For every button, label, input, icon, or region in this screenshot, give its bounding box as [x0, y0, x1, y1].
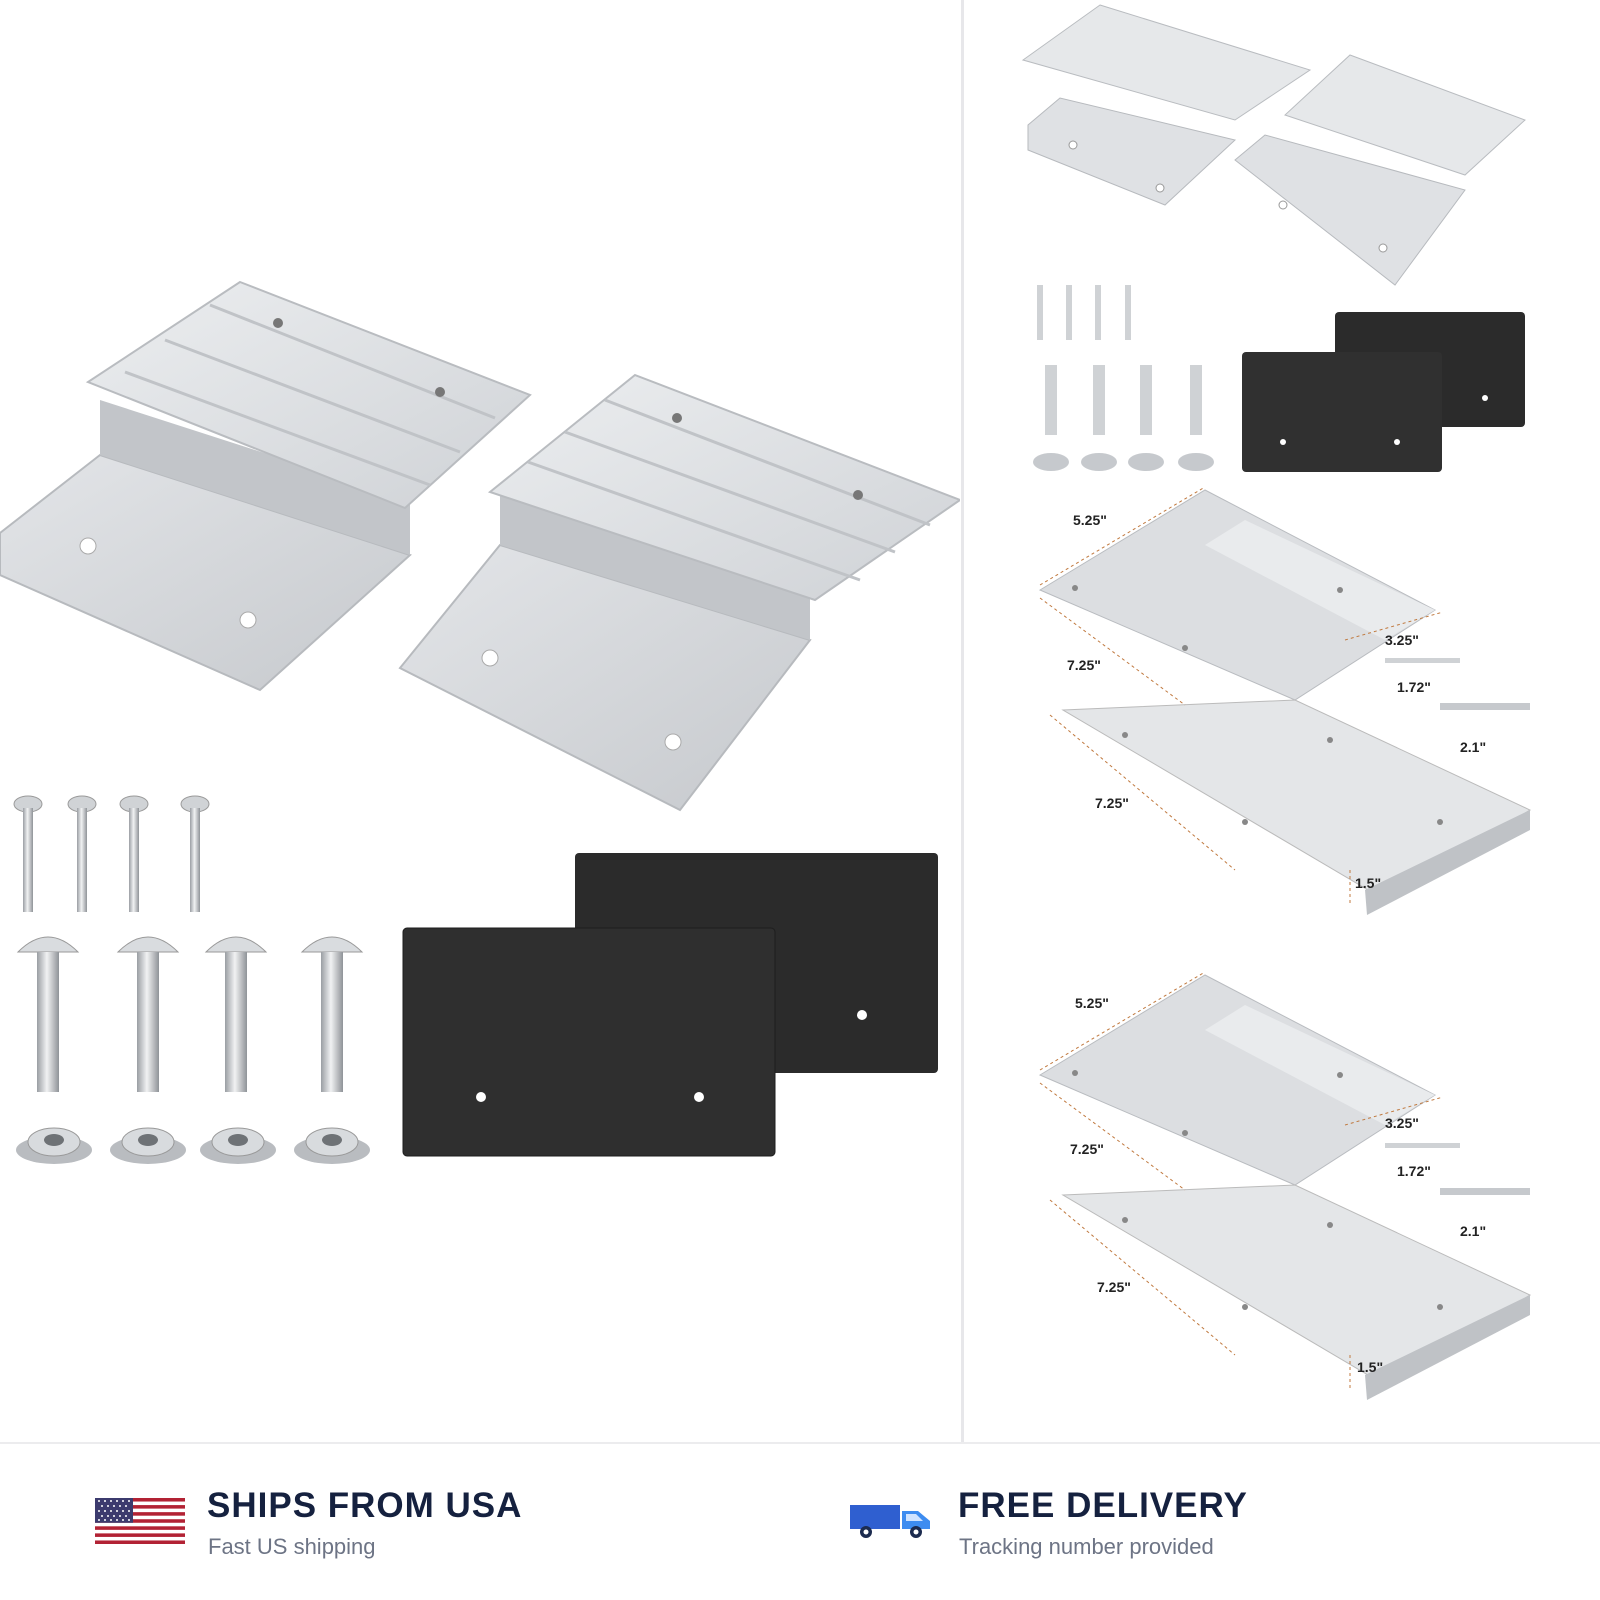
dimension-diagram-2: 5.25" 3.25" 7.25" 1.72" 2.1" 7.25" 1.5" — [1038, 971, 1532, 1400]
rubber-pads — [402, 853, 938, 1157]
ramp-plate-2 — [398, 373, 960, 812]
free-delivery-title: FREE DELIVERY — [958, 1486, 1248, 1525]
dim-depth-label-2: 3.25" — [1385, 1115, 1419, 1131]
ramp-plate-1 — [0, 280, 532, 692]
dimension-diagram-1: 5.25" 3.25" 7.25" 1.72" 2.1" 7.25" 1.5" — [1038, 486, 1532, 915]
ships-from-usa-title: SHIPS FROM USA — [207, 1486, 523, 1525]
dim-length-label-2: 7.25" — [1070, 1141, 1104, 1157]
panel-divider — [961, 0, 964, 1442]
dim-length-label: 7.25" — [1067, 657, 1101, 673]
dim-depth-label: 3.25" — [1385, 632, 1419, 648]
dim-lower-length-label: 7.25" — [1095, 795, 1129, 811]
dim-lower-length-label-2: 7.25" — [1097, 1279, 1131, 1295]
detail-hardware — [1033, 285, 1525, 472]
main-product-image[interactable] — [0, 0, 960, 1442]
shipping-info-bar: SHIPS FROM USA Fast US shipping FREE DEL… — [0, 1444, 1600, 1600]
short-bolts — [13, 795, 210, 912]
dim-long-bolt-label: 2.1" — [1460, 739, 1486, 755]
detail-ramp-plates — [1021, 4, 1526, 286]
free-delivery-subtitle: Tracking number provided — [959, 1534, 1214, 1559]
dim-short-bolt-label: 1.72" — [1397, 679, 1431, 695]
dim-long-bolt-label-2: 2.1" — [1460, 1223, 1486, 1239]
dim-short-bolt-label-2: 1.72" — [1397, 1163, 1431, 1179]
ships-from-usa-subtitle: Fast US shipping — [208, 1534, 376, 1559]
detail-product-image[interactable]: 5.25" 3.25" 7.25" 1.72" 2.1" 7.25" 1.5" — [965, 0, 1600, 1442]
flange-nuts — [16, 1127, 370, 1164]
dim-height-label: 1.5" — [1355, 875, 1381, 891]
detail-illustration: 5.25" 3.25" 7.25" 1.72" 2.1" 7.25" 1.5" — [1021, 4, 1532, 1400]
footer-divider — [0, 1442, 1600, 1444]
delivery-truck-icon — [850, 1505, 930, 1538]
dim-width-label: 5.25" — [1073, 512, 1107, 528]
dim-width-label-2: 5.25" — [1075, 995, 1109, 1011]
carriage-bolts — [16, 936, 364, 1092]
main-product-illustration — [0, 280, 960, 1164]
dim-height-label-2: 1.5" — [1357, 1359, 1383, 1375]
us-flag-icon — [95, 1498, 185, 1544]
